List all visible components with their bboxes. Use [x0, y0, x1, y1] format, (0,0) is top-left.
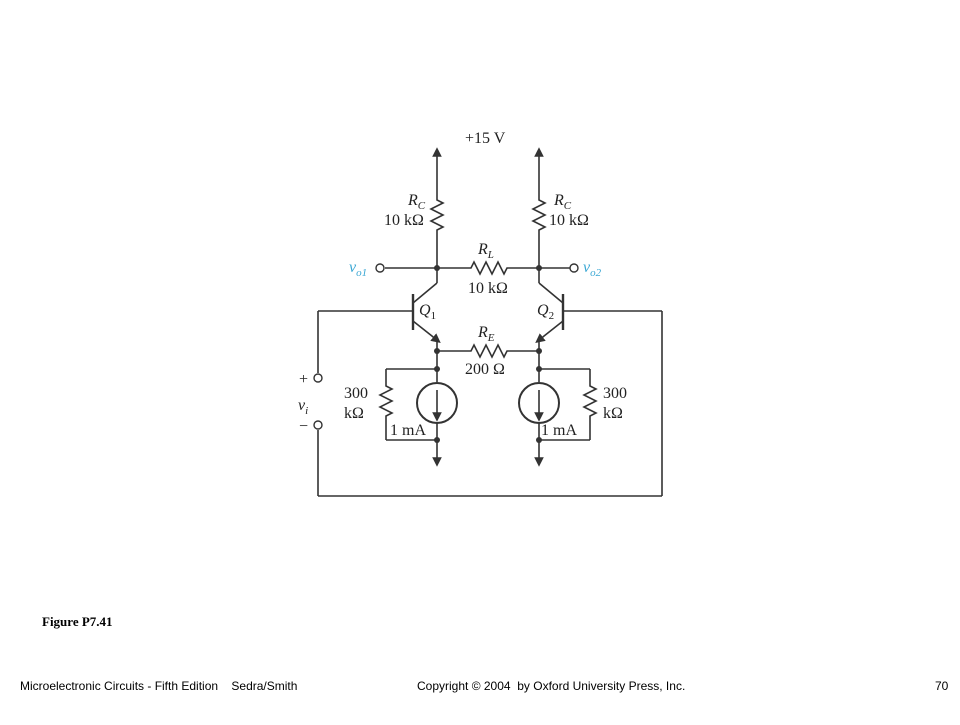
re-name: RE: [477, 324, 495, 344]
page-number: 70: [935, 679, 949, 693]
transistor-q2: [535, 268, 662, 351]
resistor-rc-left: [429, 195, 445, 268]
r300-right-line2: kΩ: [603, 405, 623, 422]
input-terminal-plus: [313, 373, 323, 383]
rl-value: 10 kΩ: [468, 280, 508, 297]
resistor-rl: [437, 260, 539, 276]
figure-caption: Figure P7.41: [42, 614, 113, 629]
junction-dots: [434, 265, 542, 443]
resistor-300k-right: [582, 369, 598, 440]
rl-name: RL: [477, 241, 494, 261]
r300-left-line1: 300: [344, 385, 368, 402]
vo2-label: vo2: [583, 259, 602, 279]
rc-right-value: 10 kΩ: [549, 212, 589, 229]
vi-minus: −: [299, 418, 308, 435]
r300-right-line1: 300: [603, 385, 627, 402]
vi-plus: +: [299, 371, 308, 388]
vo1-label: vo1: [349, 259, 367, 279]
rc-right-name: RC: [553, 192, 572, 212]
q2-label: Q2: [537, 302, 554, 322]
footer-book-title: Microelectronic Circuits - Fifth Edition…: [20, 679, 298, 693]
footer-copyright: Copyright © 2004 by Oxford University Pr…: [417, 679, 686, 693]
resistor-300k-left: [378, 369, 394, 440]
rc-left-name: RC: [407, 192, 426, 212]
i-right-value: 1 mA: [541, 422, 577, 439]
rc-left-value: 10 kΩ: [384, 212, 424, 229]
transistor-q1: [318, 268, 441, 351]
re-value: 200 Ω: [465, 361, 505, 378]
i-left-value: 1 mA: [390, 422, 426, 439]
output-terminal-vo2: [569, 263, 579, 273]
q1-label: Q1: [419, 302, 436, 322]
output-terminal-vo1: [375, 263, 385, 273]
resistor-re: [437, 343, 539, 359]
r300-left-line2: kΩ: [344, 405, 364, 422]
resistor-rc-right: [531, 195, 547, 268]
input-terminal-minus: [313, 420, 323, 430]
vi-label: vi: [298, 397, 308, 417]
supply-label: +15 V: [465, 130, 506, 147]
